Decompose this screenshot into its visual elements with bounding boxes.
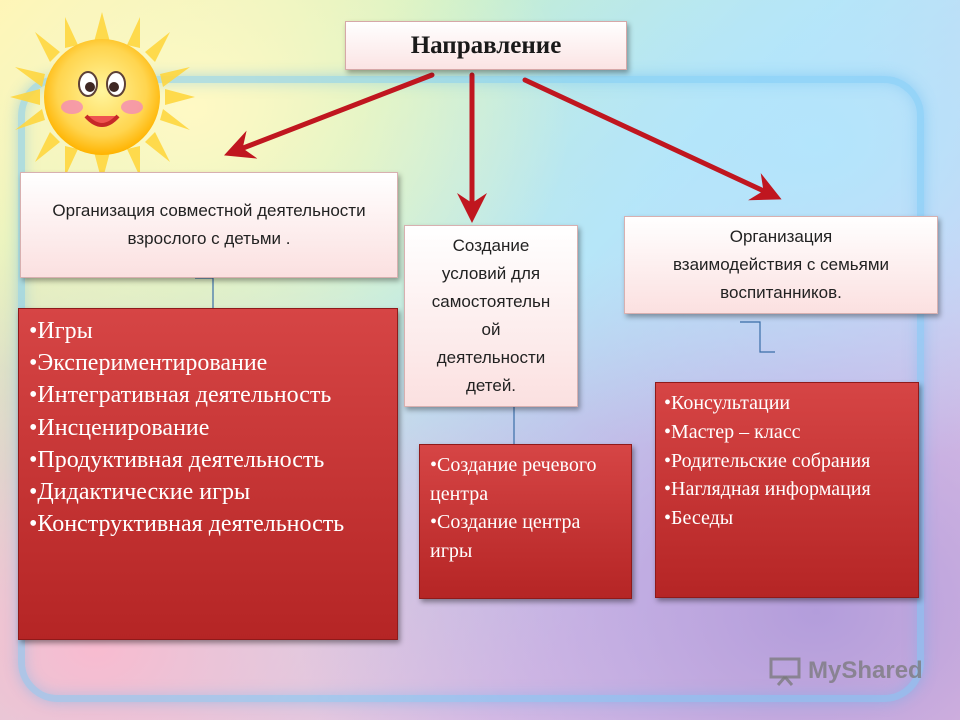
list-item: •Продуктивная деятельность [29, 446, 325, 473]
branch-3-list: •Консультации •Мастер – класс •Родительс… [656, 383, 918, 533]
branch-2-heading-line: деятельности [436, 348, 546, 367]
branch-2-heading-line: самостоятельн [431, 292, 551, 311]
branch-1-heading: Организация совместной деятельности взро… [52, 201, 366, 248]
branch-2-heading-line: ой [481, 320, 501, 339]
branch-1-heading-box: Организация совместной деятельности взро… [20, 172, 398, 278]
list-item: •Конструктивная деятельность [29, 511, 345, 538]
list-item: •Беседы [664, 507, 734, 530]
branch-3-heading-line: взаимодействия с семьями [672, 255, 890, 274]
branch-2-list-box: •Создание речевого центра •Создание цент… [419, 444, 632, 599]
branch-2-list: •Создание речевого центра •Создание цент… [420, 445, 631, 565]
branch-1-list: •Игры •Экспериментирование •Интегративна… [19, 309, 397, 540]
watermark-brand: MyShared [808, 657, 923, 684]
branch-2-heading-line: Создание [452, 236, 530, 255]
list-item: •Наглядная информация [664, 478, 871, 501]
branch-2-heading-line: условий для [441, 264, 541, 283]
list-item: •Создание центра игры [430, 511, 581, 562]
sun-icon [10, 12, 195, 182]
branch-1-list-box: •Игры •Экспериментирование •Интегративна… [18, 308, 398, 640]
list-item: •Консультации [664, 392, 791, 414]
list-item: •Родительские собрания [664, 449, 871, 472]
list-item: •Интегративная деятельность [29, 382, 332, 409]
list-item: •Игры [29, 318, 93, 344]
page-title: Направление [345, 21, 627, 70]
watermark: MyShared [768, 656, 923, 686]
branch-3-heading-box: Организация взаимодействия с семьями вос… [624, 216, 938, 314]
branch-3-list-box: •Консультации •Мастер – класс •Родительс… [655, 382, 919, 598]
list-item: •Инсценирование [29, 414, 210, 441]
branch-3-heading-line: воспитанников. [720, 283, 842, 302]
list-item: •Создание речевого центра [430, 454, 597, 505]
branch-2-heading-box: Создание условий для самостоятельн ой де… [404, 225, 578, 407]
list-item: •Дидактические игры [29, 479, 251, 506]
branch-2-heading-line: детей. [465, 376, 517, 395]
list-item: •Экспериментирование [29, 350, 268, 377]
presentation-board-icon [769, 657, 801, 686]
branch-3-heading-line: Организация [729, 227, 833, 246]
list-item: •Мастер – класс [664, 420, 801, 443]
